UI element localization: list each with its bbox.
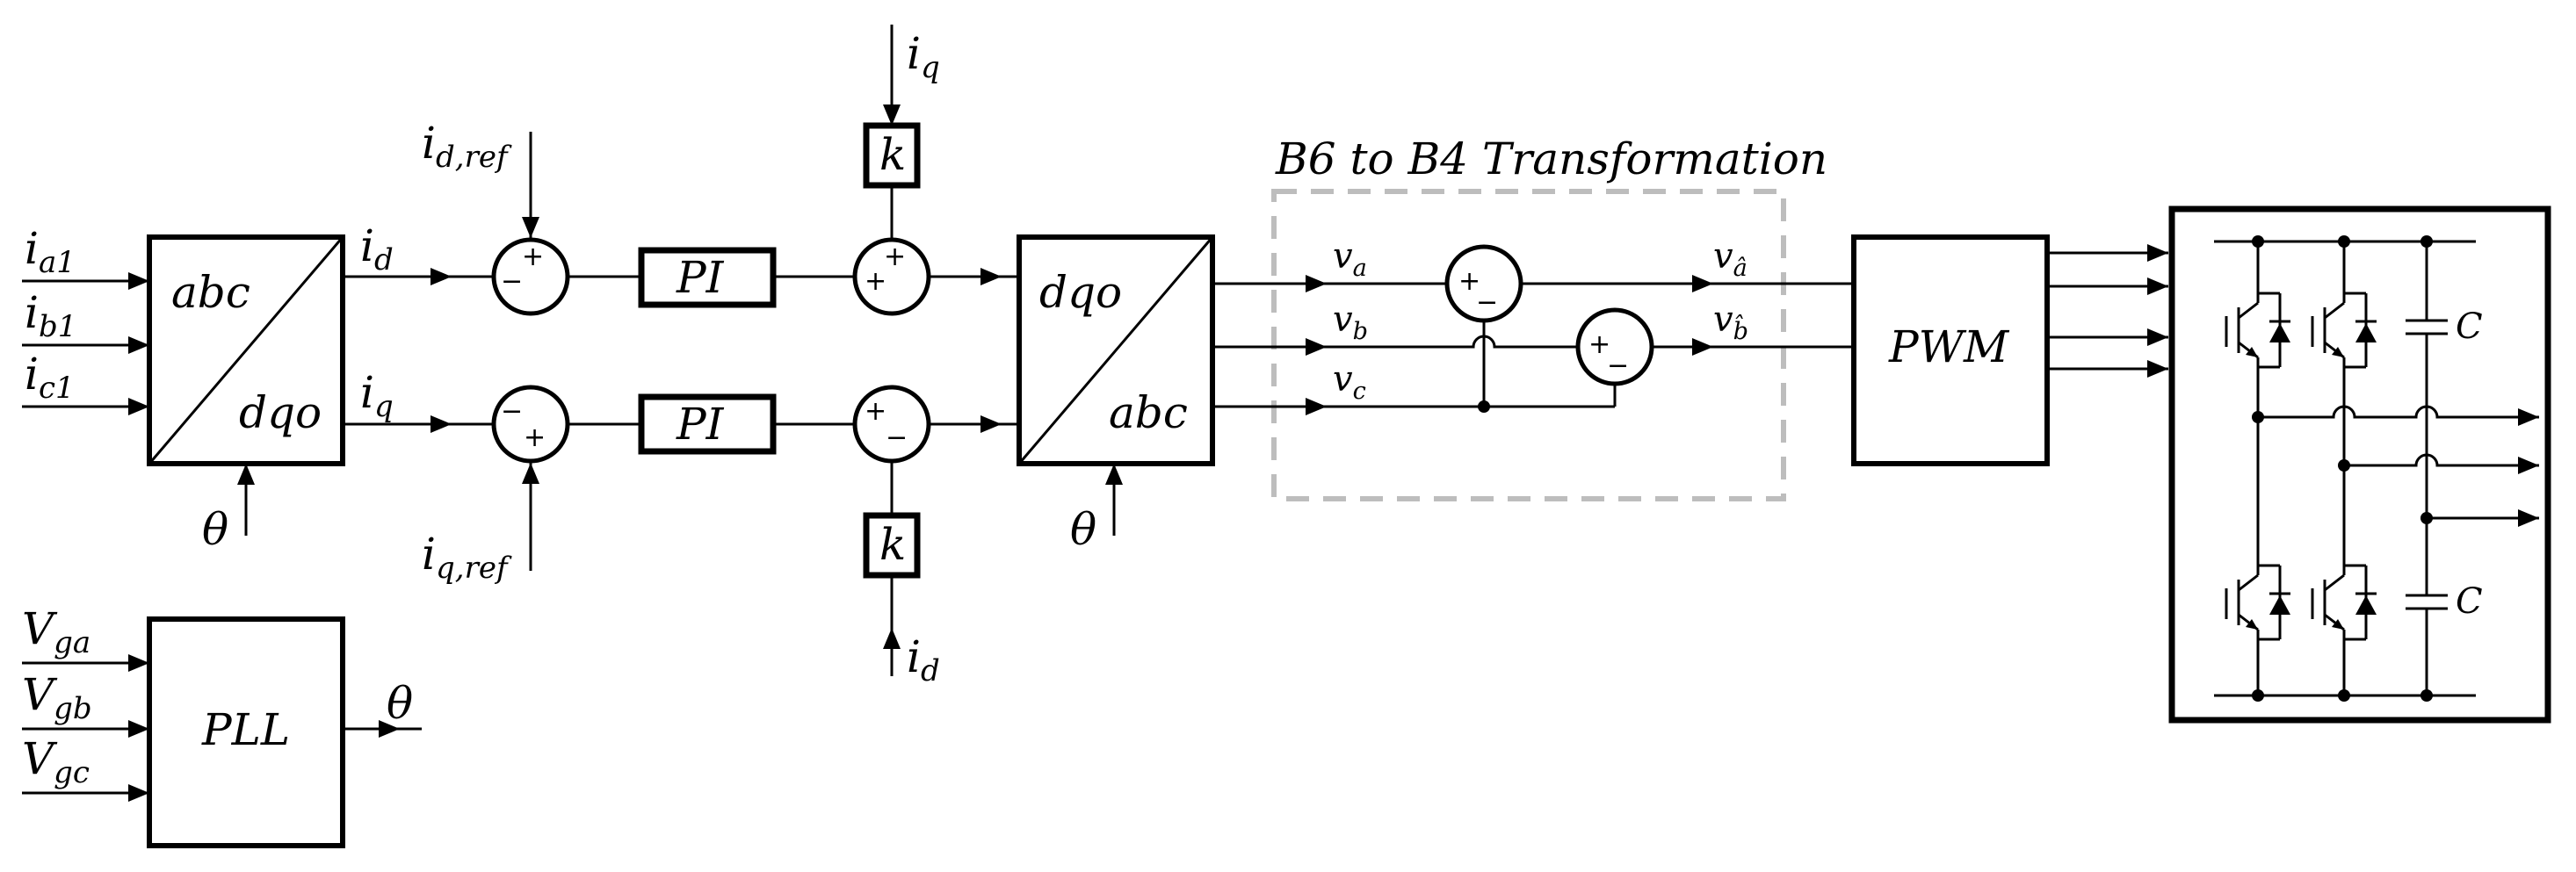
iq-label: iq bbox=[360, 367, 394, 424]
current-paths: id iq id,ref iq,ref bbox=[343, 118, 539, 586]
vb-label: vb bbox=[1333, 299, 1368, 345]
abc-dqo-bottom-label: dqo bbox=[239, 387, 322, 438]
iq-ref-label: iq,ref bbox=[422, 529, 512, 586]
svg-text:−: − bbox=[501, 396, 523, 427]
abc-inputs: ia1 ib1 ic1 bbox=[22, 223, 149, 415]
svg-text:+: + bbox=[865, 396, 886, 427]
b6-b4-title: B6 to B4 Transformation bbox=[1275, 133, 1827, 184]
sum-junction-decouple-d: + + bbox=[852, 237, 931, 316]
leg-2 bbox=[2311, 235, 2377, 702]
igbt-2 bbox=[2225, 564, 2290, 641]
id-feed-label: id bbox=[907, 631, 940, 688]
capacitor-label-top: C bbox=[2456, 306, 2483, 347]
inverter-circuit: C C bbox=[2168, 205, 2551, 724]
dqo-abc-block: dqo abc θ bbox=[1017, 234, 1215, 555]
svg-text:k: k bbox=[879, 129, 906, 180]
igbt-4 bbox=[2311, 564, 2377, 641]
pi-block-q: PI bbox=[638, 393, 777, 455]
sum-junction-id-error: + − bbox=[491, 237, 570, 316]
pi-block-d: PI bbox=[638, 247, 777, 308]
b6-b4-transformation: B6 to B4 Transformation va vb vc + − + −… bbox=[1212, 133, 1854, 501]
pll-block: PLL Vga Vgb Vgc θ bbox=[22, 603, 422, 848]
svg-text:−: − bbox=[501, 266, 523, 297]
theta-label-2: θ bbox=[1070, 504, 1096, 555]
ib1-label: ib1 bbox=[25, 287, 76, 344]
svg-text:−: − bbox=[1476, 287, 1498, 318]
va-label: va bbox=[1333, 236, 1367, 282]
leg-1 bbox=[2225, 235, 2290, 702]
svg-text:abc: abc bbox=[1109, 387, 1188, 438]
svg-text:+: + bbox=[865, 266, 886, 297]
svg-text:+: + bbox=[884, 241, 906, 272]
svg-text:PI: PI bbox=[676, 399, 725, 450]
abc-dqo-top-label: abc bbox=[171, 267, 250, 318]
va-hat-label: vâ bbox=[1713, 236, 1747, 282]
iq-feed-label: iq bbox=[907, 28, 940, 85]
svg-text:−: − bbox=[886, 422, 908, 453]
id-ref-label: id,ref bbox=[422, 118, 512, 175]
igbt-1 bbox=[2225, 292, 2290, 369]
theta-label-1: θ bbox=[202, 504, 228, 555]
vga-label: Vga bbox=[22, 603, 90, 660]
abc-dqo-block: abc dqo θ bbox=[147, 234, 345, 555]
ic1-label: ic1 bbox=[25, 349, 75, 406]
theta-output-label: θ bbox=[387, 678, 413, 729]
vc-label: vc bbox=[1333, 359, 1366, 405]
vgc-label: Vgc bbox=[22, 733, 90, 790]
vgb-label: Vgb bbox=[22, 669, 92, 726]
svg-text:+: + bbox=[1588, 329, 1610, 360]
svg-text:PLL: PLL bbox=[201, 704, 290, 755]
capacitor-leg: C C bbox=[2406, 235, 2483, 702]
ia1-label: ia1 bbox=[25, 223, 76, 280]
svg-text:+: + bbox=[522, 241, 544, 272]
svg-text:−: − bbox=[1607, 350, 1629, 381]
svg-text:k: k bbox=[879, 519, 906, 570]
igbt-3 bbox=[2311, 292, 2377, 369]
gain-block-bottom: k id bbox=[863, 461, 940, 688]
sum-junction-decouple-q: + − bbox=[852, 385, 931, 464]
pwm-block: PWM bbox=[1851, 234, 2168, 466]
svg-text:+: + bbox=[1458, 266, 1480, 297]
svg-text:PWM: PWM bbox=[1888, 321, 2010, 372]
svg-text:dqo: dqo bbox=[1039, 267, 1122, 318]
gain-block-top: iq k bbox=[863, 25, 940, 240]
sum-junction-iq-error: − + bbox=[491, 385, 570, 464]
capacitor-label-bottom: C bbox=[2456, 581, 2483, 622]
id-label: id bbox=[360, 220, 394, 277]
svg-text:+: + bbox=[524, 422, 546, 453]
svg-text:PI: PI bbox=[676, 252, 725, 303]
vb-hat-label: vb̂ bbox=[1713, 299, 1748, 345]
